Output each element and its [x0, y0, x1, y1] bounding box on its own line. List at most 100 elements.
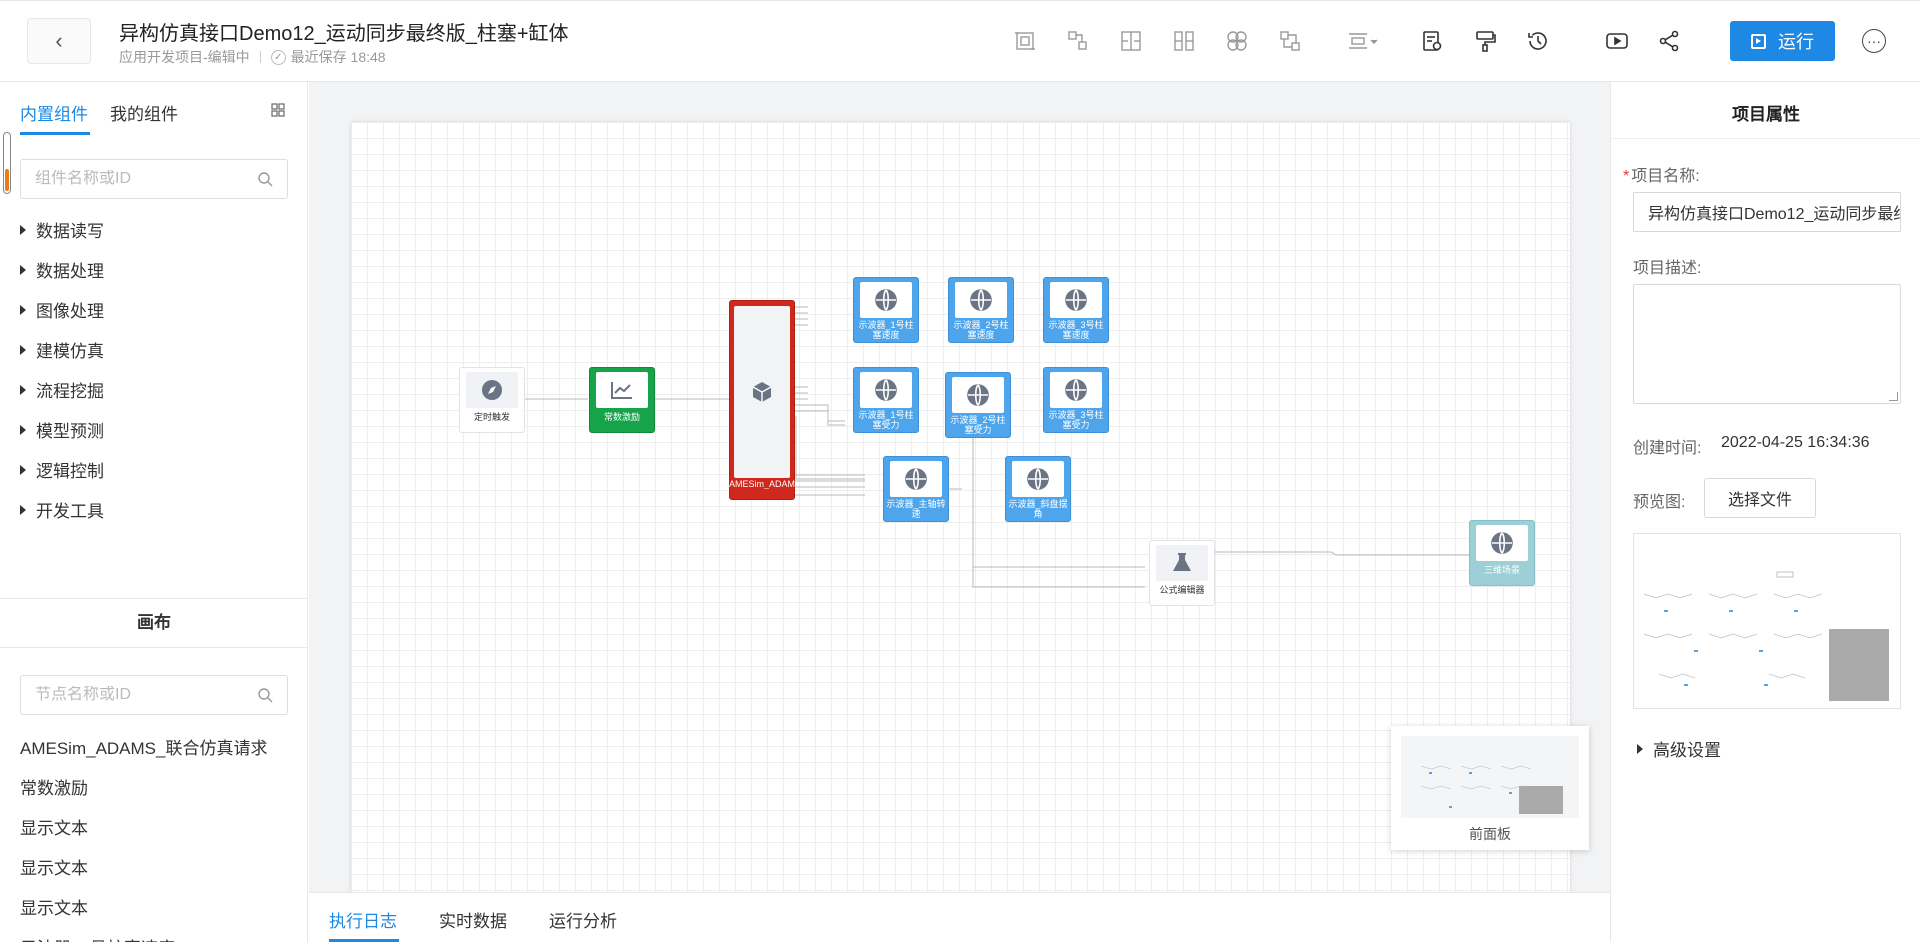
node-oscilloscope[interactable]: 示波器_斜盘摆角	[1005, 456, 1071, 522]
flask-icon	[1156, 545, 1208, 581]
node-label: 三维场景	[1483, 565, 1520, 575]
front-panel-minimap[interactable]: 前面板	[1391, 726, 1589, 850]
category-label: 数据读写	[36, 222, 104, 241]
active-tab-indicator	[20, 132, 90, 135]
caret-right-icon	[20, 424, 26, 435]
distribute-h-icon[interactable]	[1117, 27, 1145, 55]
node-label: 示波器_3号柱塞受力	[1048, 410, 1104, 430]
project-description-textarea[interactable]	[1633, 284, 1901, 404]
tab-my-components[interactable]: 我的组件	[110, 105, 178, 124]
preview-label: 预览图:	[1633, 494, 1686, 511]
node-oscilloscope[interactable]: 示波器_主轴转速	[883, 456, 949, 522]
node-oscilloscope[interactable]: 示波器_3号柱塞速度	[1043, 277, 1109, 343]
node-oscilloscope[interactable]: 示波器_2号柱塞受力	[945, 372, 1011, 438]
node-list-item[interactable]: 显示文本	[20, 899, 88, 918]
last-saved-label: 最近保存 18:48	[290, 49, 386, 65]
tab-realtime-data[interactable]: 实时数据	[439, 912, 507, 931]
category-label: 图像处理	[36, 302, 104, 321]
grid-view-icon[interactable]	[270, 102, 286, 118]
format-painter-icon[interactable]	[1471, 27, 1499, 55]
node-oscilloscope[interactable]: 示波器_1号柱塞受力	[853, 367, 919, 433]
node-3d-scene[interactable]: 三维场景	[1469, 520, 1535, 586]
run-button[interactable]: 运行	[1730, 21, 1835, 61]
caret-right-icon	[20, 304, 26, 315]
component-search-input[interactable]	[35, 170, 245, 188]
advanced-settings-toggle[interactable]: 高级设置	[1637, 736, 1721, 761]
node-timer-trigger[interactable]: 定时触发	[459, 367, 525, 433]
node-oscilloscope[interactable]: 示波器_1号柱塞速度	[853, 277, 919, 343]
caret-right-icon	[20, 504, 26, 515]
back-button[interactable]: ‹	[27, 18, 91, 64]
more-options-icon[interactable]: ···	[1862, 29, 1886, 53]
run-label: 运行	[1778, 32, 1814, 52]
node-label: 示波器_3号柱塞速度	[1048, 320, 1104, 340]
node-label: 示波器_斜盘摆角	[1008, 499, 1068, 519]
globe-icon	[1012, 461, 1064, 497]
node-amesim-adams-cosim[interactable]: AMESim_ADAMS_联合仿真...	[729, 300, 795, 500]
search-icon[interactable]	[257, 171, 273, 187]
node-label: 示波器_1号柱塞受力	[858, 410, 914, 430]
node-list-item[interactable]: AMESim_ADAMS_联合仿真请求	[20, 739, 268, 758]
category-label: 开发工具	[36, 502, 104, 521]
cube-icon	[734, 306, 790, 478]
chevron-left-icon: ‹	[55, 28, 63, 53]
node-oscilloscope[interactable]: 示波器_3号柱塞受力	[1043, 367, 1109, 433]
caret-right-icon	[20, 264, 26, 275]
caret-right-icon	[20, 464, 26, 475]
node-constant-excitation[interactable]: 常数激励	[589, 367, 655, 433]
connection-wires	[493, 306, 1488, 588]
align-center-icon[interactable]	[1064, 27, 1092, 55]
select-file-button[interactable]: 选择文件	[1704, 478, 1816, 518]
align-left-icon[interactable]	[1011, 27, 1039, 55]
node-list-item[interactable]: 显示文本	[20, 819, 88, 838]
project-name-input[interactable]: 异构仿真接口Demo12_运动同步最终版_柱塞+缸体	[1633, 192, 1901, 232]
required-marker: *	[1623, 168, 1630, 185]
saved-check-icon: ✓	[270, 49, 286, 65]
align-menu-icon[interactable]	[1343, 27, 1383, 55]
node-label: 示波器_2号柱塞受力	[950, 415, 1006, 435]
category-image-processing[interactable]: 图像处理	[20, 297, 104, 322]
globe-icon	[1050, 282, 1102, 318]
category-dev-tools[interactable]: 开发工具	[20, 497, 104, 522]
history-icon[interactable]	[1524, 27, 1552, 55]
project-description-label: 项目描述:	[1633, 260, 1702, 277]
ungroup-icon[interactable]	[1223, 27, 1251, 55]
category-logic-control[interactable]: 逻辑控制	[20, 457, 104, 482]
node-list-item[interactable]: 常数激励	[20, 779, 88, 798]
share-icon[interactable]	[1655, 27, 1683, 55]
node-oscilloscope[interactable]: 示波器_2号柱塞速度	[948, 277, 1014, 343]
created-time-label: 创建时间:	[1633, 440, 1702, 457]
category-modeling-simulation[interactable]: 建模仿真	[20, 337, 104, 362]
category-process-mining[interactable]: 流程挖掘	[20, 377, 104, 402]
checklist-icon[interactable]	[1418, 27, 1446, 55]
node-search-input[interactable]	[35, 686, 245, 704]
node-search-box	[20, 675, 288, 715]
node-list-item[interactable]: 示波器_2号柱塞速度	[20, 934, 175, 942]
canvas-section-title: 画布	[0, 598, 308, 648]
category-model-prediction[interactable]: 模型预测	[20, 417, 104, 442]
caret-right-icon	[20, 224, 26, 235]
sidebar-scrollbar[interactable]	[3, 132, 11, 194]
node-label: 示波器_2号柱塞速度	[953, 320, 1009, 340]
bottom-panel: 执行日志 实时数据 运行分析	[309, 892, 1610, 942]
node-label: 示波器_主轴转速	[886, 499, 946, 519]
globe-icon	[1050, 372, 1102, 408]
globe-icon	[955, 282, 1007, 318]
tab-builtin-components[interactable]: 内置组件	[20, 105, 88, 124]
group-icon[interactable]	[1276, 27, 1304, 55]
top-header: ‹ 异构仿真接口Demo12_运动同步最终版_柱塞+缸体 应用开发项目-编辑中 …	[0, 0, 1920, 82]
category-data-processing[interactable]: 数据处理	[20, 257, 104, 282]
category-label: 逻辑控制	[36, 462, 104, 481]
minimap-label: 前面板	[1469, 826, 1511, 842]
flow-canvas[interactable]: 定时触发 常数激励 AMESim_ADAMS_联合仿真... 示波器_1号柱塞速…	[351, 122, 1570, 912]
search-icon[interactable]	[257, 687, 273, 703]
tab-execution-log[interactable]: 执行日志	[329, 912, 397, 931]
distribute-v-icon[interactable]	[1170, 27, 1198, 55]
node-list-item[interactable]: 显示文本	[20, 859, 88, 878]
node-formula-editor[interactable]: 公式编辑器	[1149, 540, 1215, 606]
project-status: 应用开发项目-编辑中 ✓ 最近保存 18:48	[119, 47, 386, 67]
category-data-io[interactable]: 数据读写	[20, 217, 104, 242]
node-label: 定时触发	[473, 412, 510, 422]
preview-play-icon[interactable]	[1603, 27, 1631, 55]
tab-run-analysis[interactable]: 运行分析	[549, 912, 617, 931]
